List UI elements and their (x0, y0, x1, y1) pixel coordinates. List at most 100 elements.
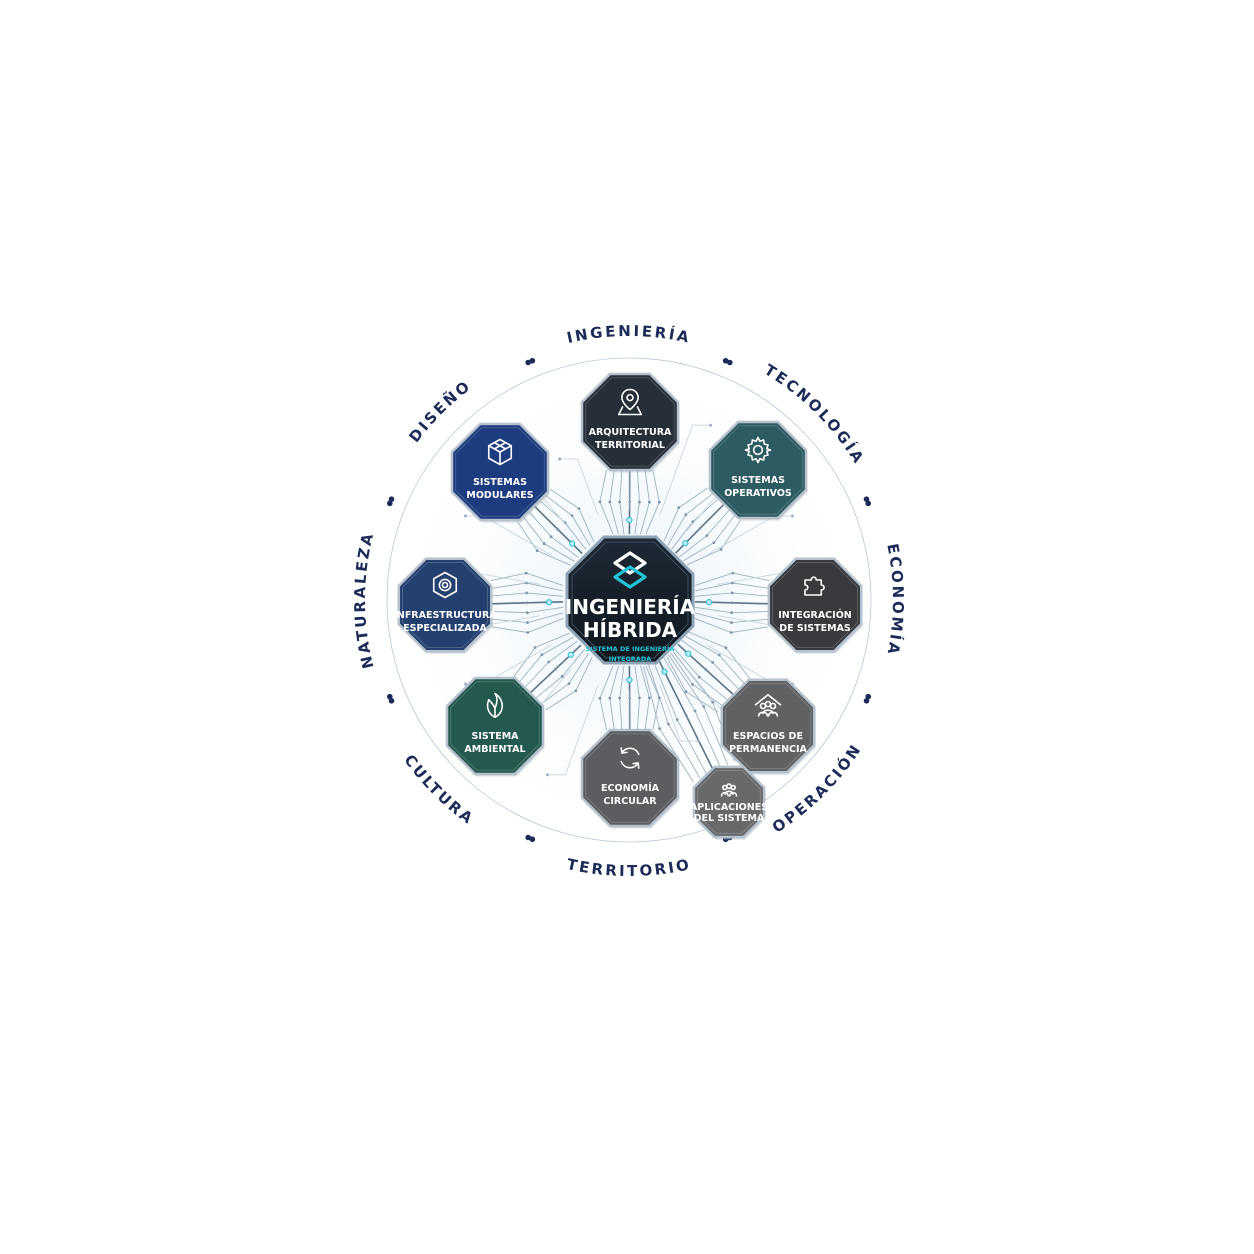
trace-end-dot (464, 514, 467, 518)
node-label-line1: INFRAESTRUCTURA (393, 610, 497, 621)
circuit-traces (426, 423, 832, 783)
trace-node (684, 690, 688, 694)
node-label-line2: MODULARES (466, 490, 533, 501)
circuit-trace-minor (659, 684, 699, 742)
node-group: ARQUITECTURATERRITORIALSISTEMASOPERATIVO… (393, 372, 863, 840)
node-integracion[interactable]: INTEGRACIÓN DE SISTEMAS (767, 557, 863, 654)
node-inner-border (455, 427, 545, 517)
trace-node (598, 696, 602, 700)
trace-node (525, 611, 529, 615)
trace-node (567, 682, 571, 685)
node-label-line1: SISTEMA (472, 731, 520, 742)
trace-end-dot (709, 423, 713, 427)
trace-node (711, 700, 715, 704)
ring-label-economia: ECONOMÍA (883, 542, 907, 658)
trace-node (719, 548, 723, 551)
trace-node (730, 611, 734, 615)
trace-node (526, 631, 530, 634)
trace-glow-dot (682, 540, 689, 547)
trace-node (697, 675, 701, 679)
cube-icon (489, 440, 512, 465)
trace-node (542, 542, 546, 546)
node-label-line2: DEL SISTEMA (694, 813, 765, 824)
trace-node (574, 689, 578, 693)
circuit-trace-minor (559, 458, 599, 516)
node-octagon (708, 420, 808, 520)
trace-node (524, 571, 528, 575)
node-octagon (580, 372, 680, 472)
trace-node (658, 727, 661, 730)
trace-node (691, 520, 695, 523)
trace-node (540, 653, 544, 657)
trace-glow-dot (705, 599, 713, 606)
hybrid-logo-icon (613, 551, 647, 589)
node-ambiental[interactable]: SISTEMA AMBIENTAL (445, 676, 545, 777)
node-label-line2: OPERATIVOS (724, 488, 792, 499)
trace-node (729, 631, 733, 634)
trace-node (731, 581, 734, 585)
node-inner-border (697, 770, 761, 834)
inner-ring (386, 357, 872, 843)
node-inner-border (585, 377, 675, 467)
node-label-line2: PERMANENCIA (729, 744, 807, 755)
node-label-line2: DE SISTEMAS (779, 623, 851, 634)
trace-node (657, 696, 661, 700)
trace-node (525, 591, 529, 595)
trace-node (638, 500, 641, 504)
trace-node (556, 528, 560, 532)
trace-node (577, 507, 581, 510)
node-inner-border (585, 733, 675, 823)
trace-node (570, 514, 574, 517)
trace-glow-dot (626, 516, 633, 524)
center-octagon (565, 535, 695, 665)
trace-node (547, 660, 551, 664)
leaf-icon (488, 694, 503, 718)
ring-label-ingenieria: INGENIERÍA (565, 322, 693, 347)
trace-node (704, 668, 708, 672)
node-modulares[interactable]: SISTEMAS MODULARES (450, 422, 550, 523)
trace-node (677, 506, 681, 510)
trace-node (730, 591, 734, 595)
trace-glow-dot (661, 668, 668, 675)
node-label-line2: CIRCULAR (603, 796, 657, 807)
center-hub[interactable]: INGENIERÍA HÍBRIDA SISTEMA DE INGENIERÍA… (565, 535, 696, 665)
ring-label-territorio: TERRITORIO (565, 855, 693, 880)
trace-glow-dot (569, 540, 576, 547)
ring-dot (388, 496, 395, 502)
trace-node (560, 675, 564, 678)
trace-node (525, 601, 529, 605)
trace-glow-dot (626, 676, 633, 684)
gear-icon (746, 438, 771, 463)
ring-dot (863, 698, 870, 704)
node-label-line1: ARQUITECTURA (589, 427, 672, 438)
trace-node (667, 722, 670, 726)
ring-dot (865, 500, 872, 507)
trace-end-dot (464, 682, 467, 686)
node-octagon (767, 557, 863, 653)
node-octagon (397, 557, 493, 653)
trace-node (618, 696, 622, 700)
node-label-line2: AMBIENTAL (464, 744, 525, 755)
trace-node (526, 621, 529, 624)
node-label-line1: INTEGRACIÓN (778, 609, 852, 621)
node-label-line1: SISTEMAS (473, 477, 527, 488)
center-subtitle-line1: SISTEMA DE INGENIERÍA (586, 644, 675, 653)
people-house-icon (756, 695, 781, 716)
node-octagon (720, 678, 816, 774)
trace-node (638, 696, 641, 700)
trace-node (731, 571, 735, 575)
trace-node (549, 535, 553, 539)
trace-node (554, 667, 557, 671)
recycle-icon (621, 748, 639, 768)
trace-end-dot (791, 514, 794, 518)
trace-node (730, 601, 734, 605)
node-octagon (450, 422, 550, 522)
trace-end-dot (696, 739, 700, 743)
node-octagon (445, 676, 545, 776)
